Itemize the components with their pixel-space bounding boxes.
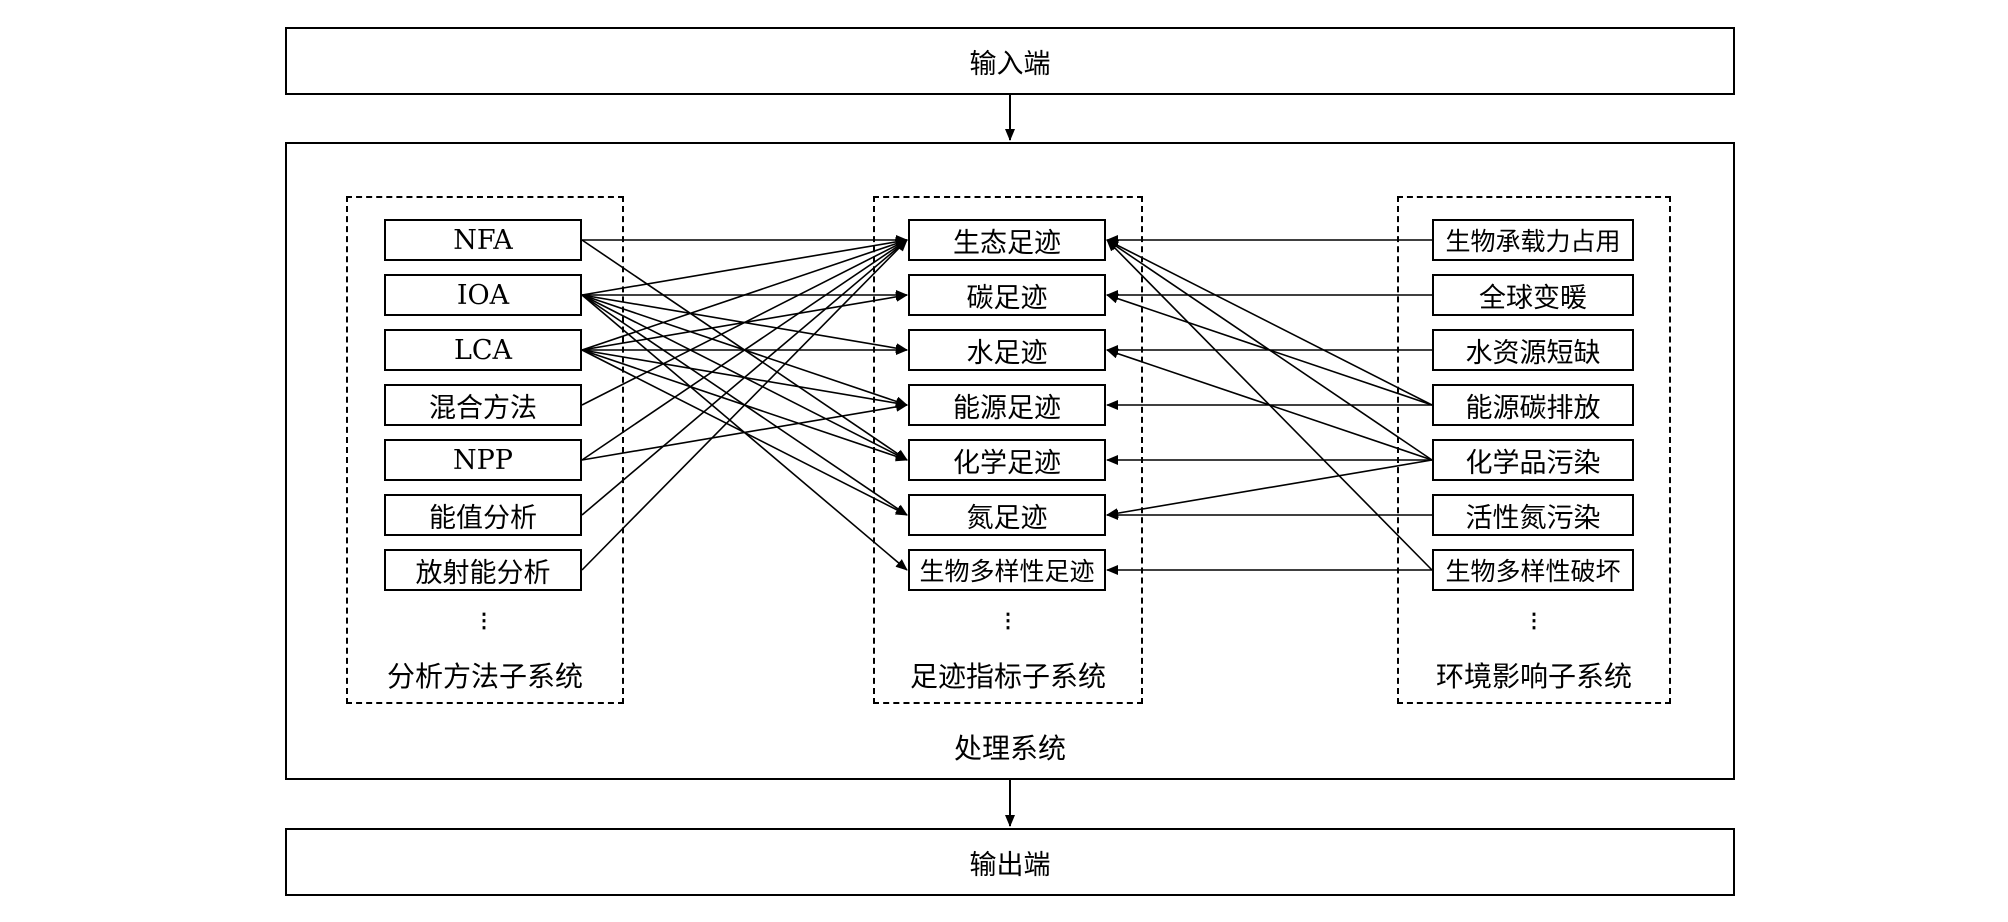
footprint-chemical: 化学足迹: [908, 439, 1106, 481]
methods-subsystem-title: 分析方法子系统: [386, 660, 584, 693]
link-impact-6-to-footprint-0: [1106, 239, 1433, 571]
link-method-1-to-footprint-0: [581, 236, 908, 296]
footprint-energy: 能源足迹: [908, 384, 1106, 426]
method-nfa: NFA: [384, 219, 582, 261]
processing-system-box: [285, 142, 1735, 780]
link-method-6-to-footprint-0: [581, 239, 908, 571]
impact-global-warming: 全球变暖: [1432, 274, 1634, 316]
input-box: 输入端: [285, 27, 1735, 95]
impacts-more: ⋮: [1524, 608, 1544, 632]
link-impact-4-to-footprint-5: [1106, 459, 1433, 519]
impact-energy-carbon: 能源碳排放: [1432, 384, 1634, 426]
impact-biocapacity: 生物承载力占用: [1432, 219, 1634, 261]
impact-subsystem-title: 环境影响子系统: [1435, 660, 1633, 693]
method-npp: NPP: [384, 439, 582, 481]
footprint-ecological: 生态足迹: [908, 219, 1106, 261]
impact-water-scarcity: 水资源短缺: [1432, 329, 1634, 371]
link-method-4-to-footprint-0: [581, 239, 908, 461]
footprint-biodiversity: 生物多样性足迹: [908, 549, 1106, 591]
footprint-water: 水足迹: [908, 329, 1106, 371]
link-method-4-to-footprint-3: [581, 401, 908, 461]
link-method-3-to-footprint-0: [581, 239, 908, 406]
output-box: 输出端: [285, 828, 1735, 896]
impact-subsystem: [1397, 196, 1671, 704]
link-impact-3-to-footprint-0: [1106, 239, 1433, 406]
link-impact-4-to-footprint-0: [1106, 239, 1433, 461]
method-emergy: 能值分析: [384, 494, 582, 536]
processing-label: 处理系统: [953, 732, 1067, 765]
footprint-subsystem-title: 足迹指标子系统: [909, 660, 1107, 693]
methods-subsystem: [346, 196, 624, 704]
impact-reactive-nitrogen: 活性氮污染: [1432, 494, 1634, 536]
link-method-2-to-footprint-0: [581, 238, 908, 351]
footprint-subsystem: [873, 196, 1143, 704]
footprint-carbon: 碳足迹: [908, 274, 1106, 316]
footprints-more: ⋮: [998, 608, 1018, 632]
output-label: 输出端: [969, 849, 1051, 881]
method-lca: LCA: [384, 329, 582, 371]
impact-biodiversity-loss: 生物多样性破坏: [1432, 549, 1634, 591]
footprint-nitrogen: 氮足迹: [908, 494, 1106, 536]
method-ioa: IOA: [384, 274, 582, 316]
impact-chemical-pollution: 化学品污染: [1432, 439, 1634, 481]
method-exergy: 放射能分析: [384, 549, 582, 591]
method-hybrid: 混合方法: [384, 384, 582, 426]
input-label: 输入端: [969, 48, 1051, 80]
methods-more: ⋮: [474, 608, 494, 632]
link-method-5-to-footprint-0: [581, 239, 908, 516]
